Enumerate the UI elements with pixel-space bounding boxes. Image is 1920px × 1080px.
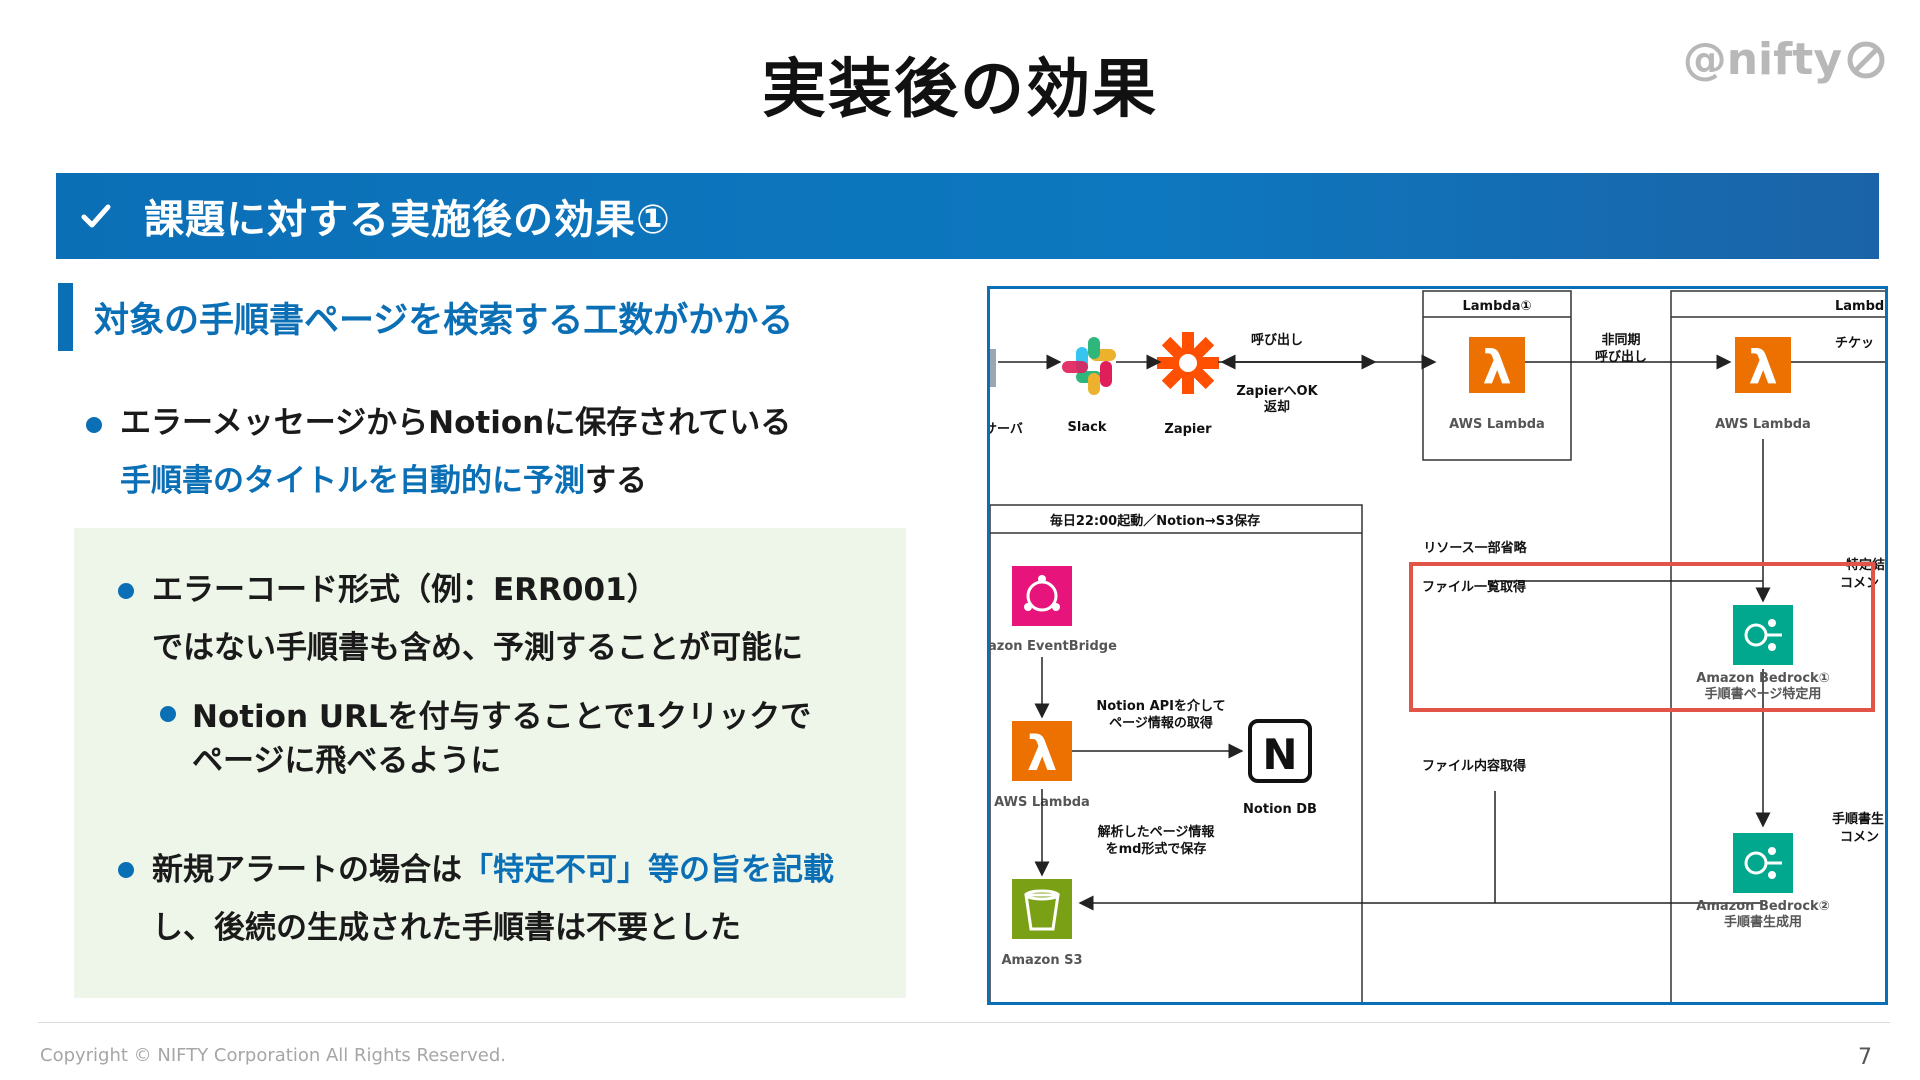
parsed-label-2: をmd形式で保存 [1106, 841, 1207, 857]
async-label-1: 非同期 [1601, 332, 1640, 348]
file-content-label: ファイル内容取得 [1422, 758, 1526, 774]
detail-item-3-pre: 新規アラートの場合は [152, 852, 462, 888]
eventbridge-icon [1012, 566, 1072, 626]
detail-item-2-line1: Notion URLを付与することで1クリックで [192, 699, 812, 735]
nifty-logo: @nifty [1683, 34, 1886, 85]
detail-item-3-line2: し、後続の生成された手順書は不要とした [152, 910, 741, 946]
lambda2-label: AWS Lambda [1715, 417, 1811, 432]
architecture-diagram-svg: Lambda① Lambd 毎日22:00起動／Notion→S3保存 サーバ … [990, 290, 1885, 1002]
detail-item-3-line1: 新規アラートの場合は「特定不可」等の旨を記載 [152, 844, 834, 889]
detail-box: エラーコード形式（例：ERR001） ではない手順書も含め、予測することが可能に… [74, 528, 906, 998]
architecture-diagram: Lambda① Lambd 毎日22:00起動／Notion→S3保存 サーバ … [987, 286, 1888, 1005]
bedrock-icon [1733, 833, 1793, 893]
file-list-label: ファイル一覧取得 [1422, 579, 1526, 595]
lambda2-group [1670, 290, 1885, 1002]
detail-item-2-line2: ページに飛べるように [192, 743, 502, 779]
daily-header: 毎日22:00起動／Notion→S3保存 [1050, 513, 1260, 529]
bullet-dot-icon [86, 417, 102, 433]
section-banner: 課題に対する実施後の効果① [56, 173, 1879, 259]
svg-text:λ: λ [1748, 340, 1777, 394]
footer-divider [38, 1022, 1890, 1023]
lambda1-header: Lambda① [1463, 299, 1532, 314]
zapier-ok-label-2: 返却 [1264, 399, 1290, 415]
svg-text:N: N [1262, 730, 1297, 779]
right-cut-label-4: コメン [1840, 830, 1879, 845]
check-icon [81, 204, 111, 228]
lambda1-group [1422, 290, 1572, 461]
detail-item-1-line2: ではない手順書も含め、予測することが可能に [152, 630, 803, 666]
bullet-main-line2: 手順書のタイトルを自動的に予測する [120, 455, 647, 500]
slack-label: Slack [1068, 420, 1107, 435]
detail-item-3-highlight: 「特定不可」等の旨を記載 [462, 852, 834, 888]
subheading: 対象の手順書ページを検索する工数がかかる [94, 301, 794, 341]
logo-mark-icon [1847, 41, 1885, 78]
async-label-2: 呼び出し [1595, 349, 1647, 365]
lambda-icon: λ [1735, 337, 1791, 394]
ticket-label: チケッ [1835, 336, 1874, 351]
s3-bucket-icon [1012, 879, 1072, 939]
bedrock-icon [1733, 605, 1793, 665]
page-number: 7 [1858, 1045, 1872, 1070]
bullet-dot-icon [118, 583, 134, 599]
bedrock2-label-1: Amazon Bedrock② [1696, 899, 1829, 914]
bedrock1-label-2: 手順書ページ特定用 [1705, 686, 1822, 702]
lambda-icon: λ [1012, 721, 1072, 782]
eventbridge-label: azon EventBridge [990, 639, 1117, 654]
lambda1-label: AWS Lambda [1449, 417, 1545, 432]
right-cut-label-3: 手順書生 [1832, 811, 1884, 827]
svg-text:λ: λ [1027, 726, 1057, 782]
bullet-main-line1: エラーメッセージからNotionに保存されている [120, 405, 792, 441]
zapier-ok-label-1: ZapierへOK [1236, 384, 1318, 399]
bullet-dot-icon [160, 706, 176, 722]
subheading-accent-bar [58, 283, 73, 351]
copyright: Copyright © NIFTY Corporation All Rights… [40, 1045, 507, 1066]
lambda-icon: λ [1469, 337, 1525, 394]
highlight-box [1409, 562, 1875, 712]
right-cut-label-2: コメン [1840, 576, 1879, 591]
banner-title: 課題に対する実施後の効果① [144, 197, 671, 243]
server-label: サーバ [990, 422, 1023, 437]
page-title: 実装後の効果 [762, 53, 1158, 127]
notion-icon: N [1248, 719, 1312, 783]
notion-db-label: Notion DB [1243, 802, 1317, 817]
parsed-label-1: 解析したページ情報 [1097, 824, 1216, 840]
bedrock2-label-2: 手順書生成用 [1724, 914, 1802, 930]
bedrock1-label-1: Amazon Bedrock① [1696, 671, 1829, 686]
zapier-label: Zapier [1164, 422, 1212, 437]
zapier-icon [1157, 332, 1219, 394]
notion-api-label-2: ページ情報の取得 [1109, 715, 1213, 731]
s3-label: Amazon S3 [1001, 953, 1082, 968]
call-label: 呼び出し [1251, 332, 1303, 348]
slack-icon [1062, 337, 1116, 395]
lambda2-header: Lambd [1835, 299, 1884, 314]
bullet-main-rest: する [585, 463, 647, 499]
detail-item-1-line1: エラーコード形式（例：ERR001） [152, 572, 658, 608]
bullet-main-highlight: 手順書のタイトルを自動的に予測 [120, 463, 585, 499]
resource-omitted-label: リソース一部省略 [1423, 540, 1527, 556]
logo-text: @nifty [1682, 34, 1842, 85]
daily-group [990, 504, 1363, 1002]
svg-text:λ: λ [1482, 340, 1511, 394]
notion-api-label-1: Notion APIを介して [1096, 698, 1225, 714]
server-icon [990, 349, 996, 387]
bullet-dot-icon [118, 862, 134, 878]
